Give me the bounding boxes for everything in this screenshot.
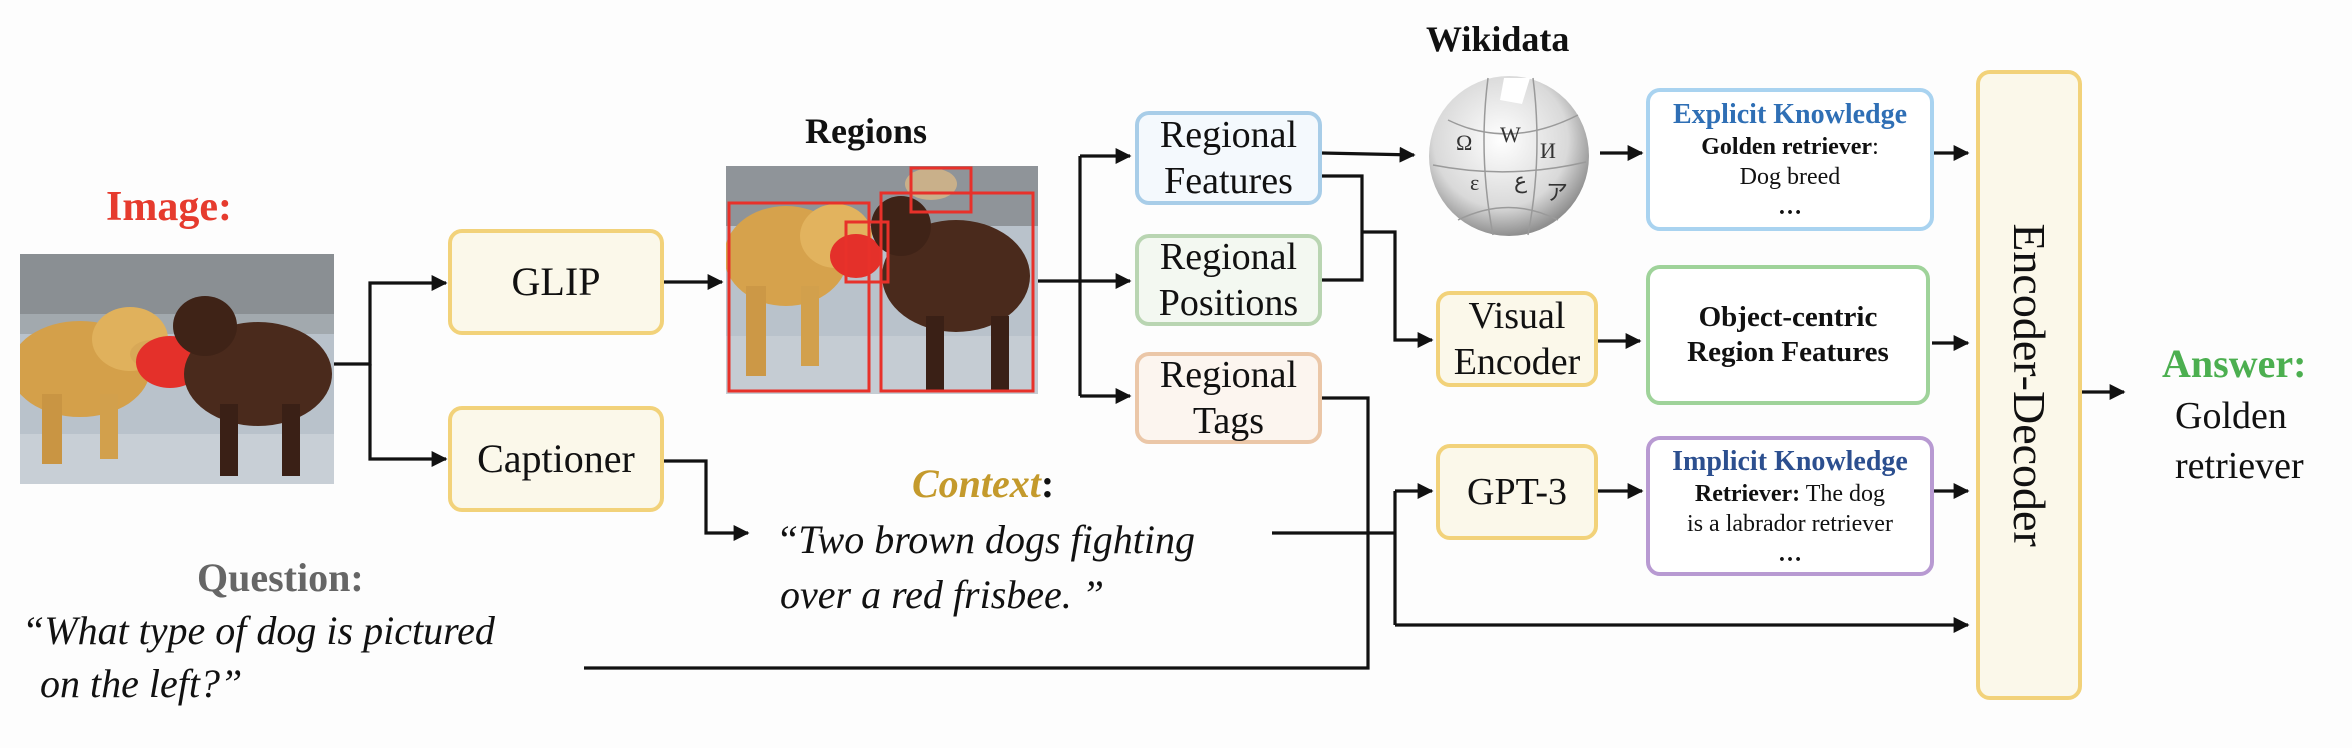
visual-encoder-line1: Visual xyxy=(1468,294,1566,337)
regional-features-line1: Regional xyxy=(1159,113,1298,156)
regions-photo xyxy=(726,166,1038,394)
regional-features-box: Regional Features xyxy=(1135,111,1322,205)
object-centric-line1: Object-centric xyxy=(1698,300,1878,333)
encoder-decoder-label: Encoder-Decoder xyxy=(2004,223,2056,547)
implicit-knowledge-box: Implicit Knowledge Retriever: The dog is… xyxy=(1646,436,1934,576)
regional-features-line2: Features xyxy=(1164,160,1293,202)
implicit-lead: Retriever: xyxy=(1694,480,1801,507)
question-title: Question: xyxy=(197,555,364,600)
context-title-colon: : xyxy=(1040,461,1055,506)
explicit-colon: : xyxy=(1872,134,1879,160)
wikidata-title: Wikidata xyxy=(1426,19,1570,59)
regional-tags-box: Regional Tags xyxy=(1135,352,1322,444)
svg-text:И: И xyxy=(1540,138,1556,163)
visual-encoder-line2: Encoder xyxy=(1453,341,1581,383)
wikipedia-globe-icon: Ω W И ɛ ع ア xyxy=(1429,76,1589,236)
svg-text:ع: ع xyxy=(1514,168,1527,194)
region-box xyxy=(727,201,871,393)
context-title-word: Context xyxy=(912,461,1041,506)
regional-tags-line1: Regional xyxy=(1159,353,1298,396)
svg-text:ア: ア xyxy=(1546,180,1568,205)
glip-box: GLIP xyxy=(448,229,664,335)
answer-line2: retriever xyxy=(2175,445,2304,487)
encoder-decoder-box: Encoder-Decoder xyxy=(1976,70,2082,700)
regional-tags-line2: Tags xyxy=(1192,400,1265,442)
implicit-line2: is a labrador retriever xyxy=(1687,510,1893,537)
region-box xyxy=(879,191,1035,393)
context-title: Context: xyxy=(912,460,1054,507)
visual-encoder-box: Visual Encoder xyxy=(1436,291,1598,387)
captioner-box: Captioner xyxy=(448,406,664,512)
explicit-knowledge-box: Explicit Knowledge Golden retriever: Dog… xyxy=(1646,88,1934,231)
explicit-knowledge-title: Explicit Knowledge xyxy=(1672,99,1908,130)
regional-positions-line2: Positions xyxy=(1158,282,1299,324)
dog-photo xyxy=(20,254,334,484)
answer-title: Answer: xyxy=(2162,341,2307,386)
implicit-line1: The dog xyxy=(1800,480,1886,507)
gpt3-box: GPT-3 xyxy=(1436,444,1598,540)
question-line2: on the left?” xyxy=(40,661,243,706)
explicit-description: Dog breed xyxy=(1739,164,1841,190)
answer-line1: Golden xyxy=(2175,395,2287,437)
object-centric-box: Object-centric Region Features xyxy=(1646,265,1930,405)
svg-text:W: W xyxy=(1500,122,1521,147)
regions-title: Regions xyxy=(805,111,928,151)
regional-positions-line1: Regional xyxy=(1159,235,1298,278)
context-line2: over a red frisbee. ” xyxy=(780,572,1105,617)
svg-text:Ω: Ω xyxy=(1456,130,1472,155)
image-title: Image: xyxy=(106,184,232,230)
region-box xyxy=(909,166,973,214)
svg-text:ɛ: ɛ xyxy=(1470,170,1479,195)
implicit-ellipsis: … xyxy=(1778,540,1802,567)
implicit-knowledge-title: Implicit Knowledge xyxy=(1672,445,1908,477)
region-box xyxy=(844,220,890,284)
question-line1: “What type of dog is pictured xyxy=(22,608,495,653)
regional-positions-box: Regional Positions xyxy=(1135,234,1322,326)
context-line1: “Two brown dogs fighting xyxy=(776,517,1195,562)
explicit-ellipsis: … xyxy=(1778,194,1802,220)
explicit-entity: Golden retriever xyxy=(1701,134,1873,160)
object-centric-line2: Region Features xyxy=(1687,336,1889,368)
